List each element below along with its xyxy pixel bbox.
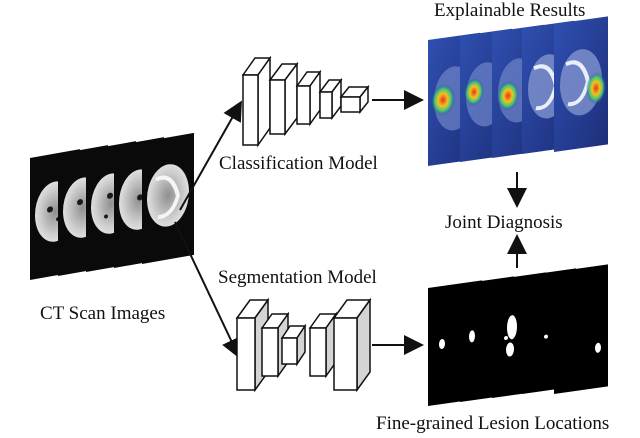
classifier-layer	[295, 69, 322, 127]
joint-diagnosis-label: Joint Diagnosis	[445, 212, 563, 233]
ct-scan-stack	[30, 132, 194, 280]
arrow-to-classification	[179, 100, 242, 211]
arrow-to-segmentation	[174, 221, 241, 359]
ct-scan-images-label: CT Scan Images	[40, 303, 166, 324]
classifier-layer	[339, 84, 370, 115]
lesion-stack	[428, 264, 608, 406]
classifier-layer	[318, 77, 343, 121]
heatmap-slice	[554, 16, 608, 152]
seg-layer	[332, 297, 372, 393]
classification-network	[241, 55, 370, 148]
classification-model-label: Classification Model	[219, 153, 378, 174]
explainable-results-label: Explainable Results	[434, 0, 586, 21]
seg-layer	[280, 323, 307, 367]
lesion-slice	[554, 264, 608, 394]
segmentation-network	[235, 297, 372, 393]
explainable-stack	[428, 16, 608, 166]
ct-slice	[142, 132, 194, 264]
fine-grained-lesion-locations-label: Fine-grained Lesion Locations	[376, 413, 610, 434]
classifier-layer	[241, 55, 272, 148]
classifier-layer	[268, 61, 299, 137]
segmentation-model-label: Segmentation Model	[218, 267, 377, 288]
seg-layer	[260, 311, 290, 379]
seg-layer	[308, 311, 338, 379]
